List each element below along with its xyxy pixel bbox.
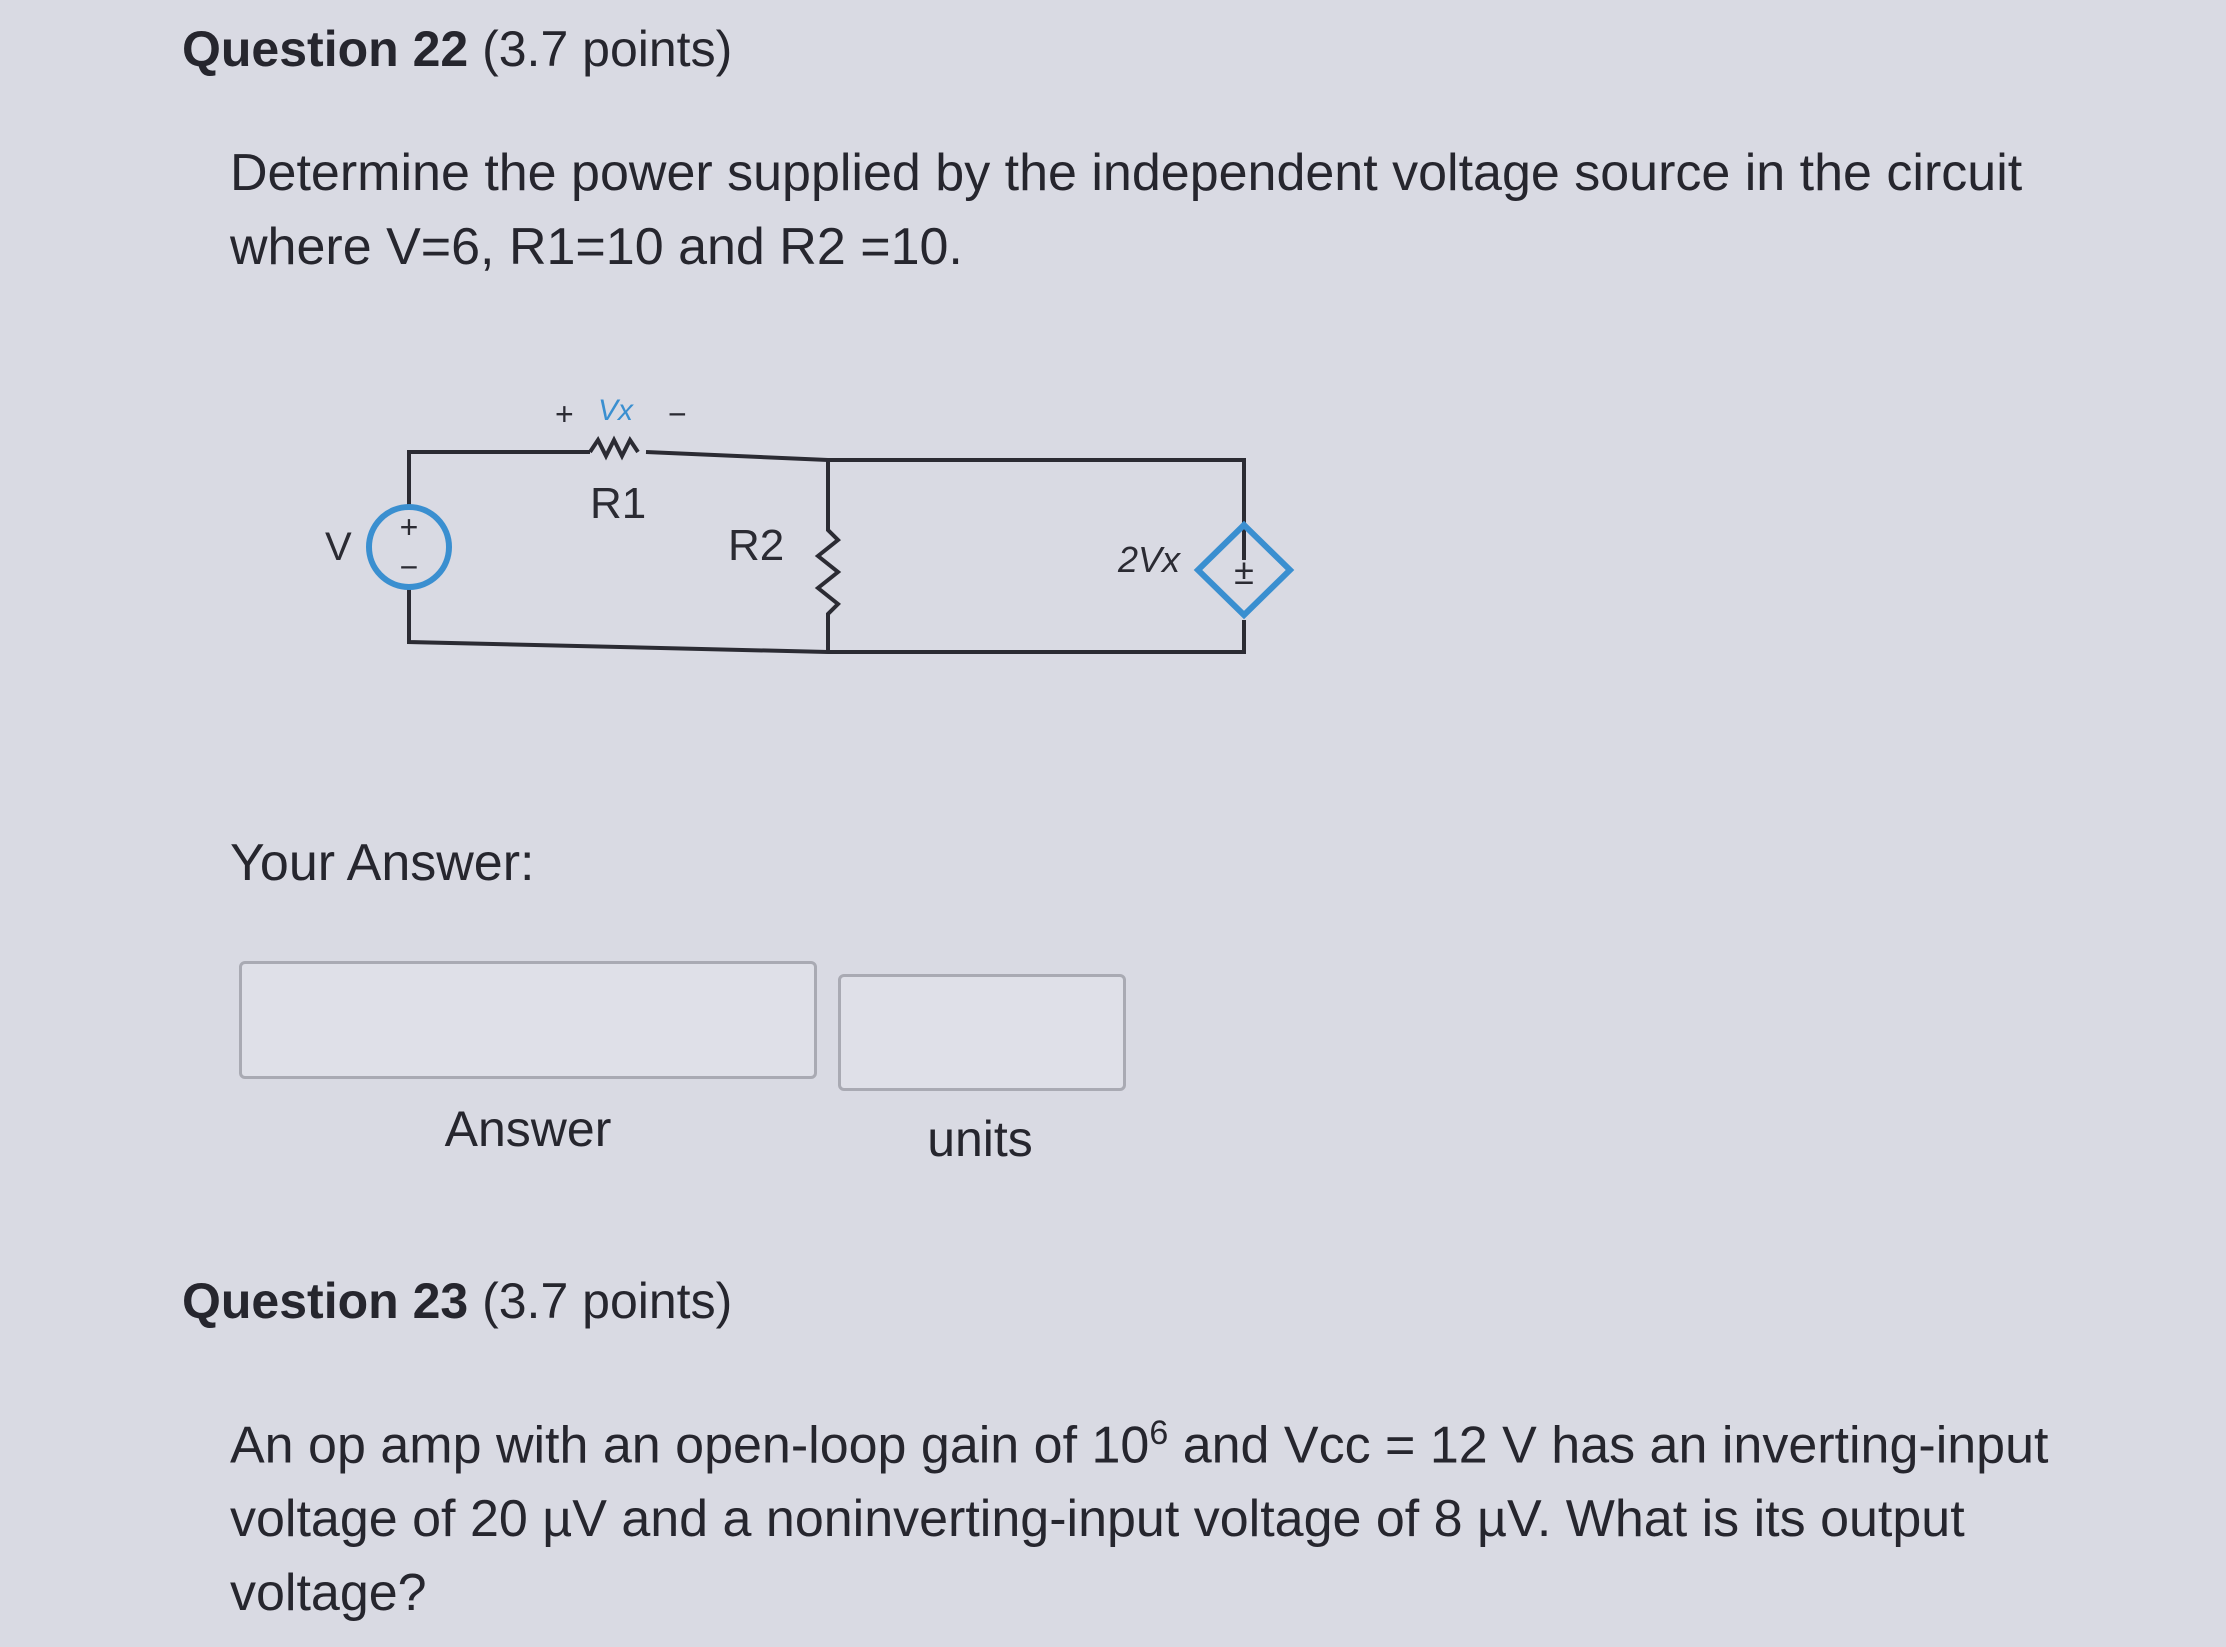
- units-caption: units: [927, 1111, 1033, 1167]
- answer-input[interactable]: [239, 961, 817, 1079]
- prompt-line: Determine the power supplied by the inde…: [230, 144, 2023, 202]
- source-minus: −: [400, 549, 419, 585]
- question-23-prompt: An op amp with an open-loop gain of 106 …: [230, 1396, 2048, 1630]
- question-22-heading: Question 22 (3.7 points): [182, 20, 732, 78]
- vx-plus: +: [555, 396, 574, 432]
- prompt-line: An op amp with an open-loop gain of 106 …: [230, 1396, 2048, 1482]
- dependent-voltage-source: [1193, 520, 1295, 620]
- your-answer-label: Your Answer:: [230, 834, 535, 892]
- units-input[interactable]: [838, 974, 1126, 1091]
- r2-label: R2: [728, 521, 784, 570]
- dependent-sign: ±: [1234, 551, 1254, 592]
- prompt-text: An op amp with an open-loop gain of 10: [230, 1416, 1150, 1475]
- source-label: V: [325, 525, 352, 569]
- question-number: Question 22: [182, 21, 469, 77]
- prompt-line: voltage?: [230, 1564, 427, 1623]
- r1-label: R1: [590, 479, 646, 528]
- question-points: (3.7 points): [482, 21, 733, 77]
- vx-minus: −: [668, 396, 687, 432]
- prompt-text: and Vcc = 12 V has an inverting-input: [1168, 1416, 2049, 1475]
- question-number: Question 23: [182, 1273, 469, 1329]
- source-plus: +: [400, 509, 419, 545]
- prompt-line: voltage of 20 µV and a noninverting-inpu…: [230, 1490, 1965, 1549]
- question-23-heading: Question 23 (3.7 points): [182, 1272, 732, 1330]
- r2-resistor: [814, 460, 842, 652]
- independent-voltage-source: [366, 504, 452, 590]
- answer-caption: Answer: [444, 1101, 612, 1157]
- vx-label: Vx: [598, 394, 634, 427]
- wire: [645, 450, 1246, 560]
- wire: [407, 450, 590, 507]
- question-22-prompt: Determine the power supplied by the inde…: [230, 136, 2022, 284]
- prompt-line: where V=6, R1=10 and R2 =10.: [230, 218, 963, 276]
- dependent-source-label: 2Vx: [1117, 539, 1182, 580]
- question-points: (3.7 points): [482, 1273, 733, 1329]
- r1-resistor: [588, 435, 640, 461]
- exponent: 6: [1149, 1414, 1169, 1452]
